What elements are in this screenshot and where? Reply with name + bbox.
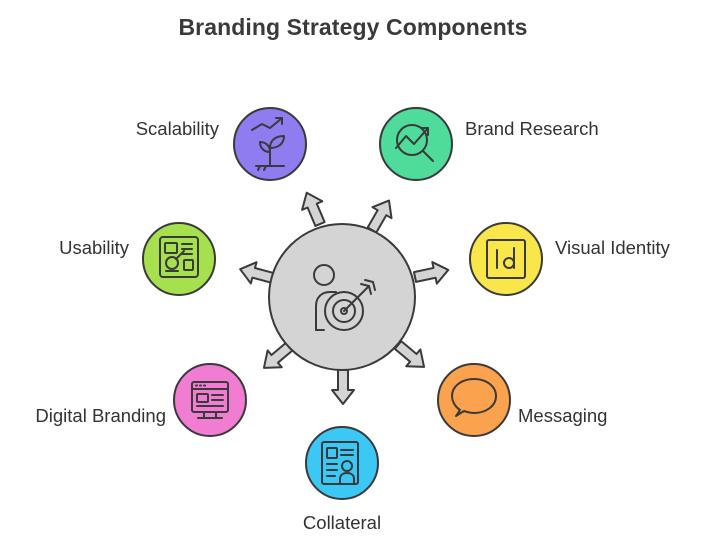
node-messaging xyxy=(437,363,511,437)
label-scalability: Scalability xyxy=(135,118,219,139)
arrow-brand-research xyxy=(366,199,393,234)
label-usability: Usability xyxy=(59,237,129,258)
id-badge-icon xyxy=(486,239,526,279)
document-person-icon xyxy=(321,441,359,485)
label-visual-identity: Visual Identity xyxy=(555,237,670,258)
node-scalability xyxy=(233,107,307,181)
label-digital-branding: Digital Branding xyxy=(35,405,166,426)
diagram-title: Branding Strategy Components xyxy=(178,14,528,40)
arrow-digital-branding xyxy=(262,341,295,369)
arrow-visual-identity xyxy=(412,261,450,285)
arrow-scalability xyxy=(301,191,326,227)
node-digital-branding xyxy=(173,363,247,437)
arrow-usability xyxy=(239,261,276,285)
speech-bubble-icon xyxy=(451,378,497,417)
chart-magnifier-icon xyxy=(395,124,434,162)
arrow-collateral xyxy=(331,369,355,405)
person-target-icon xyxy=(313,264,376,331)
plant-growth-chart-icon xyxy=(251,117,285,171)
label-collateral: Collateral xyxy=(302,512,382,533)
arrow-messaging xyxy=(393,340,426,368)
interface-layout-icon xyxy=(159,236,199,278)
label-messaging: Messaging xyxy=(518,405,608,426)
center-node xyxy=(268,223,416,371)
node-visual-identity xyxy=(469,222,543,296)
node-collateral xyxy=(305,426,379,500)
arrows xyxy=(239,191,450,405)
label-brand-research: Brand Research xyxy=(465,118,599,139)
node-brand-research xyxy=(379,107,453,181)
node-usability xyxy=(142,222,216,296)
browser-window-icon xyxy=(191,381,229,419)
